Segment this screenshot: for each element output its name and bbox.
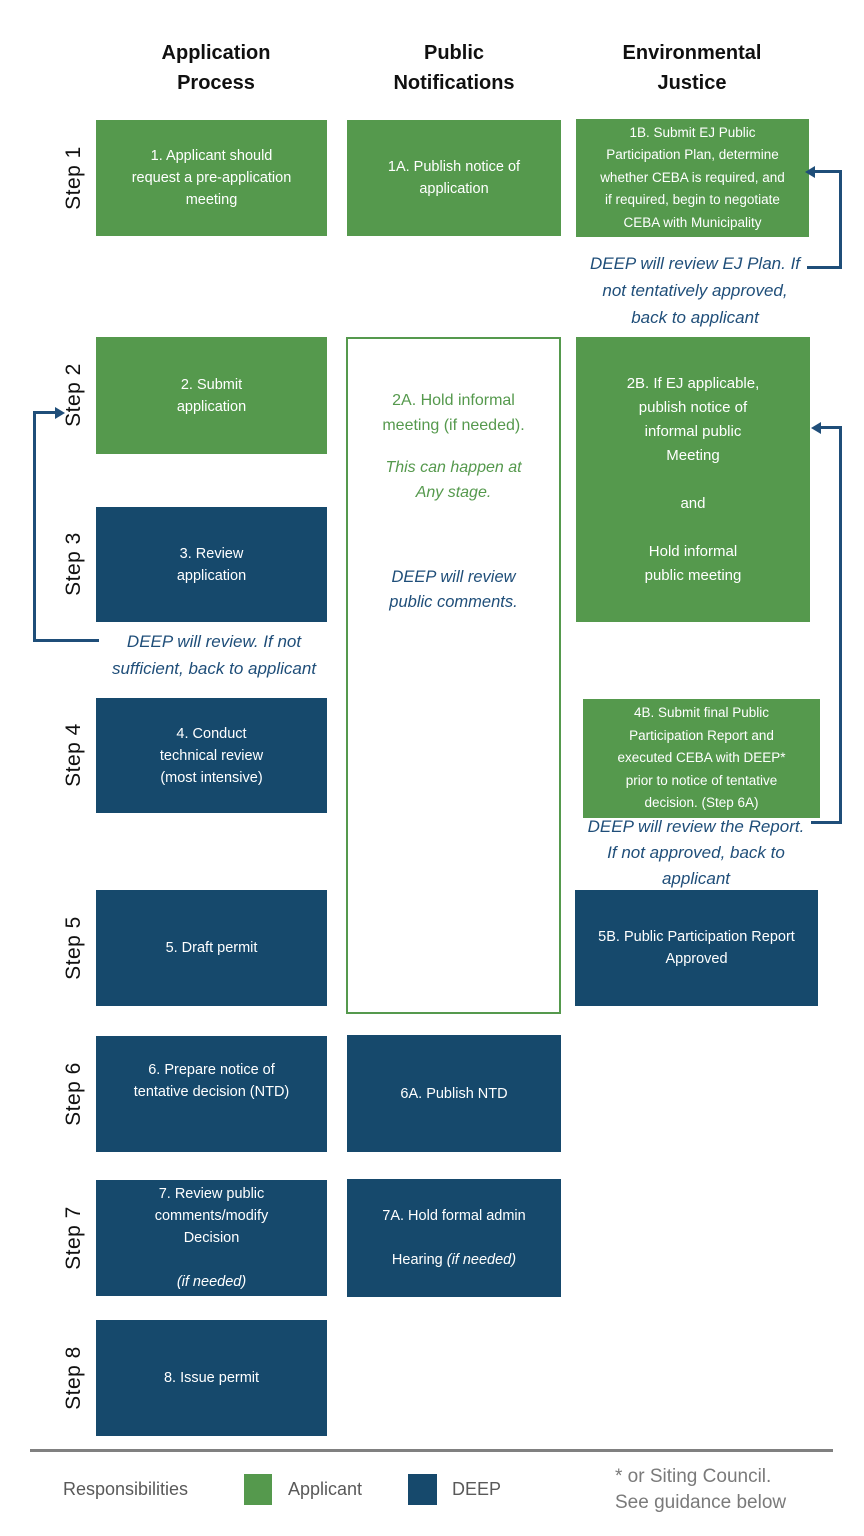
legend-divider [30, 1449, 833, 1452]
legend-swatch-applicant [244, 1474, 272, 1505]
box-step7-review-comments: 7. Review public comments/modify Decisio… [96, 1180, 327, 1296]
column-header-public-notifications: Public Notifications [393, 42, 515, 94]
box-1b-ej-participation-plan: 1B. Submit EJ Public Participation Plan,… [576, 119, 809, 237]
arrowhead-left-icon [811, 422, 821, 434]
box-7a-formal-hearing: 7A. Hold formal admin Hearing (if needed… [347, 1179, 561, 1297]
arrow-segment [813, 170, 842, 173]
legend-label-deep: DEEP [452, 1479, 502, 1499]
box-2a-deep-review-note: DEEP will review public comments. [389, 568, 518, 611]
arrow-segment [33, 639, 99, 642]
step-label-8: Step 8 [62, 1346, 85, 1410]
step-label-5: Step 5 [62, 916, 85, 980]
column-header-application-process: Application Process [161, 42, 271, 94]
annotation-deep-review-ej-plan: DEEP will review EJ Plan. If not tentati… [589, 254, 801, 327]
annotation-deep-review-application: DEEP will review. If not sufficient, bac… [111, 632, 317, 678]
legend-footnote: * or Siting Council. See guidance below [615, 1466, 787, 1513]
step-label-6: Step 6 [62, 1062, 85, 1126]
box-2b-informal-public-meeting: 2B. If EJ applicable, publish notice of … [576, 337, 810, 622]
column-header-environmental-justice: Environmental Justice [622, 42, 762, 94]
box-step2-submit-application: 2. Submit application [96, 337, 327, 454]
step-label-3: Step 3 [62, 532, 85, 596]
step-label-7: Step 7 [62, 1206, 85, 1270]
annotation-deep-review-report: DEEP will review the Report. If not appr… [587, 817, 805, 888]
box-step7-text: 7. Review public comments/modify Decisio… [154, 1186, 269, 1246]
box-7a-line2: Hearing (if needed) [391, 1252, 517, 1268]
arrow-segment [33, 411, 36, 642]
arrow-segment [839, 170, 842, 269]
step-label-4: Step 4 [62, 723, 85, 787]
step-label-1: Step 1 [62, 146, 85, 210]
arrow-segment [33, 411, 57, 414]
box-step6-prepare-ntd: 6. Prepare notice of tentative decision … [96, 1036, 327, 1152]
box-7a-line1: 7A. Hold formal admin [382, 1208, 526, 1224]
box-2a-any-stage-text: This can happen at Any stage. [385, 459, 522, 501]
box-2a-informal-meeting-panel: 2A. Hold informal meeting (if needed). T… [346, 337, 561, 1014]
box-step7-if-needed: (if needed) [176, 1274, 247, 1290]
arrowhead-left-icon [805, 166, 815, 178]
arrowhead-right-icon [55, 407, 65, 419]
arrow-segment [807, 266, 842, 269]
box-step3-review-application: 3. Review application [96, 507, 327, 622]
box-5b-report-approved: 5B. Public Participation Report Approved [575, 890, 818, 1006]
box-2a-text: 2A. Hold informal meeting (if needed). [382, 392, 525, 434]
legend-title: Responsibilities [63, 1479, 189, 1499]
box-6a-publish-ntd: 6A. Publish NTD [347, 1035, 561, 1152]
legend-swatch-deep [408, 1474, 437, 1505]
box-step1-pre-application-meeting: 1. Applicant should request a pre-applic… [96, 120, 327, 236]
arrow-segment [839, 426, 842, 824]
box-step5-draft-permit: 5. Draft permit [96, 890, 327, 1006]
box-step8-issue-permit: 8. Issue permit [96, 1320, 327, 1436]
box-step4-technical-review: 4. Conduct technical review (most intens… [96, 698, 327, 813]
box-1a-publish-notice: 1A. Publish notice of application [347, 120, 561, 236]
box-4b-final-participation-report: 4B. Submit final Public Participation Re… [583, 699, 820, 818]
legend-label-applicant: Applicant [288, 1479, 363, 1499]
arrow-segment [811, 821, 842, 824]
arrow-segment [819, 426, 842, 429]
step-label-2: Step 2 [62, 363, 85, 427]
